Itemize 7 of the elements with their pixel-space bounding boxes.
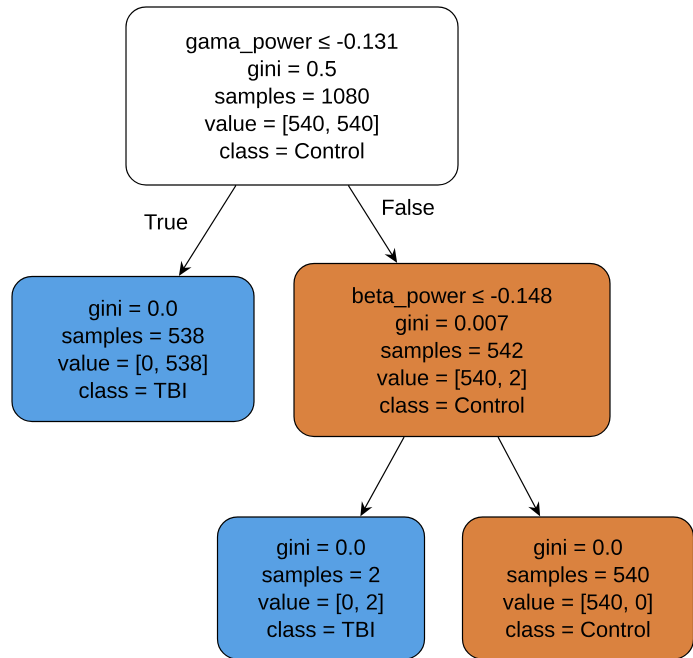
tree-node-box: gini = 0.0 samples = 2 value = [0, 2] class = TBI [216,516,426,658]
tree-node-box: beta_power ≤ -0.148 gini = 0.007 samples = 542 value = [540, 2] class = Control [293,262,611,438]
edge-label: True [142,213,190,231]
tree-node-box: gini = 0.0 samples = 538 value = [0, 538] class = TBI [11,276,255,422]
tree-node-box: gini = 0.0 samples = 540 value = [540, 0] class = Control [462,516,693,658]
edge-label: False [380,198,436,216]
tree-node-box: gama_power ≤ -0.131 gini = 0.5 samples = 1080 value = [540, 540] class = Control [125,6,459,186]
